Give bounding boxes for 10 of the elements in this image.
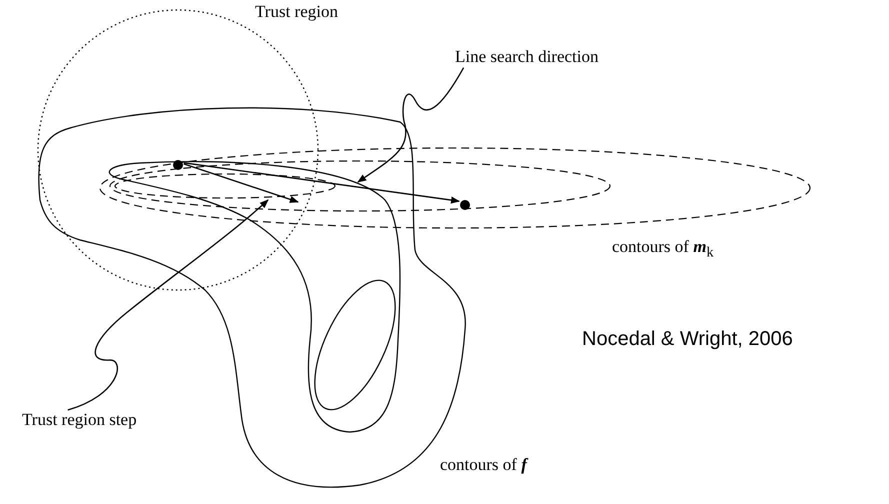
label-text: contours of m$_{k}$ bbox=[612, 238, 714, 261]
callout-text: Line search direction bbox=[455, 48, 598, 67]
arrow bbox=[184, 163, 299, 203]
callout-text: Trust region step bbox=[22, 411, 137, 430]
citation-text: Nocedal & Wright, 2006 bbox=[582, 328, 793, 350]
arrow bbox=[184, 162, 460, 204]
leader-line bbox=[357, 67, 464, 183]
label-text: contours of f bbox=[440, 456, 527, 475]
leader-line bbox=[68, 199, 269, 411]
label-text: Trust region bbox=[255, 3, 338, 22]
